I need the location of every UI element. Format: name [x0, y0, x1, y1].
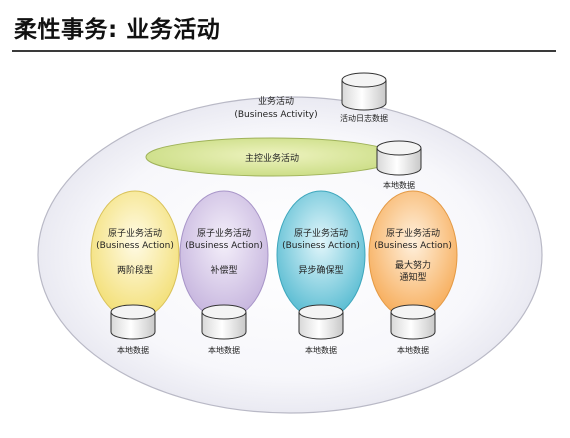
business-action-compensation: 原子业务活动 (Business Action) 补偿型	[179, 190, 269, 320]
action-1-database-icon	[201, 304, 247, 340]
activity-label-en: (Business Activity)	[234, 110, 317, 120]
action-type-line-1: 最大努力	[395, 259, 431, 271]
log-database-label: 活动日志数据	[340, 113, 388, 123]
main-local-database-label: 本地数据	[383, 180, 415, 190]
title-divider	[12, 50, 556, 52]
action-label-zh: 原子业务活动	[386, 227, 440, 239]
business-action-async-ensure: 原子业务活动 (Business Action) 异步确保型	[276, 190, 366, 320]
log-database-icon	[341, 72, 387, 111]
action-2-database-label: 本地数据	[305, 345, 337, 355]
activity-label-zh: 业务活动	[258, 95, 294, 107]
action-0-database-icon	[110, 304, 156, 340]
action-label-zh: 原子业务活动	[294, 227, 348, 239]
action-2-database-icon	[298, 304, 344, 340]
action-0-database-label: 本地数据	[117, 345, 149, 355]
action-label-en: (Business Action)	[185, 241, 263, 251]
action-type: 两阶段型	[117, 264, 153, 276]
action-label-zh: 原子业务活动	[108, 227, 162, 239]
main-local-database-icon	[376, 140, 422, 176]
business-action-best-effort: 原子业务活动 (Business Action) 最大努力 通知型	[368, 190, 458, 320]
page-title: 柔性事务: 业务活动	[14, 17, 221, 43]
action-type: 补偿型	[210, 264, 237, 276]
main-activity-label: 主控业务活动	[245, 152, 299, 164]
action-label-zh: 原子业务活动	[197, 227, 251, 239]
action-label-en: (Business Action)	[96, 241, 174, 251]
action-type-line-2: 通知型	[399, 271, 426, 283]
action-label-en: (Business Action)	[374, 241, 452, 251]
action-3-database-icon	[390, 304, 436, 340]
business-action-two-phase: 原子业务活动 (Business Action) 两阶段型	[90, 190, 180, 320]
action-label-en: (Business Action)	[282, 241, 360, 251]
action-3-database-label: 本地数据	[397, 345, 429, 355]
action-1-database-label: 本地数据	[208, 345, 240, 355]
action-type: 异步确保型	[298, 264, 343, 276]
